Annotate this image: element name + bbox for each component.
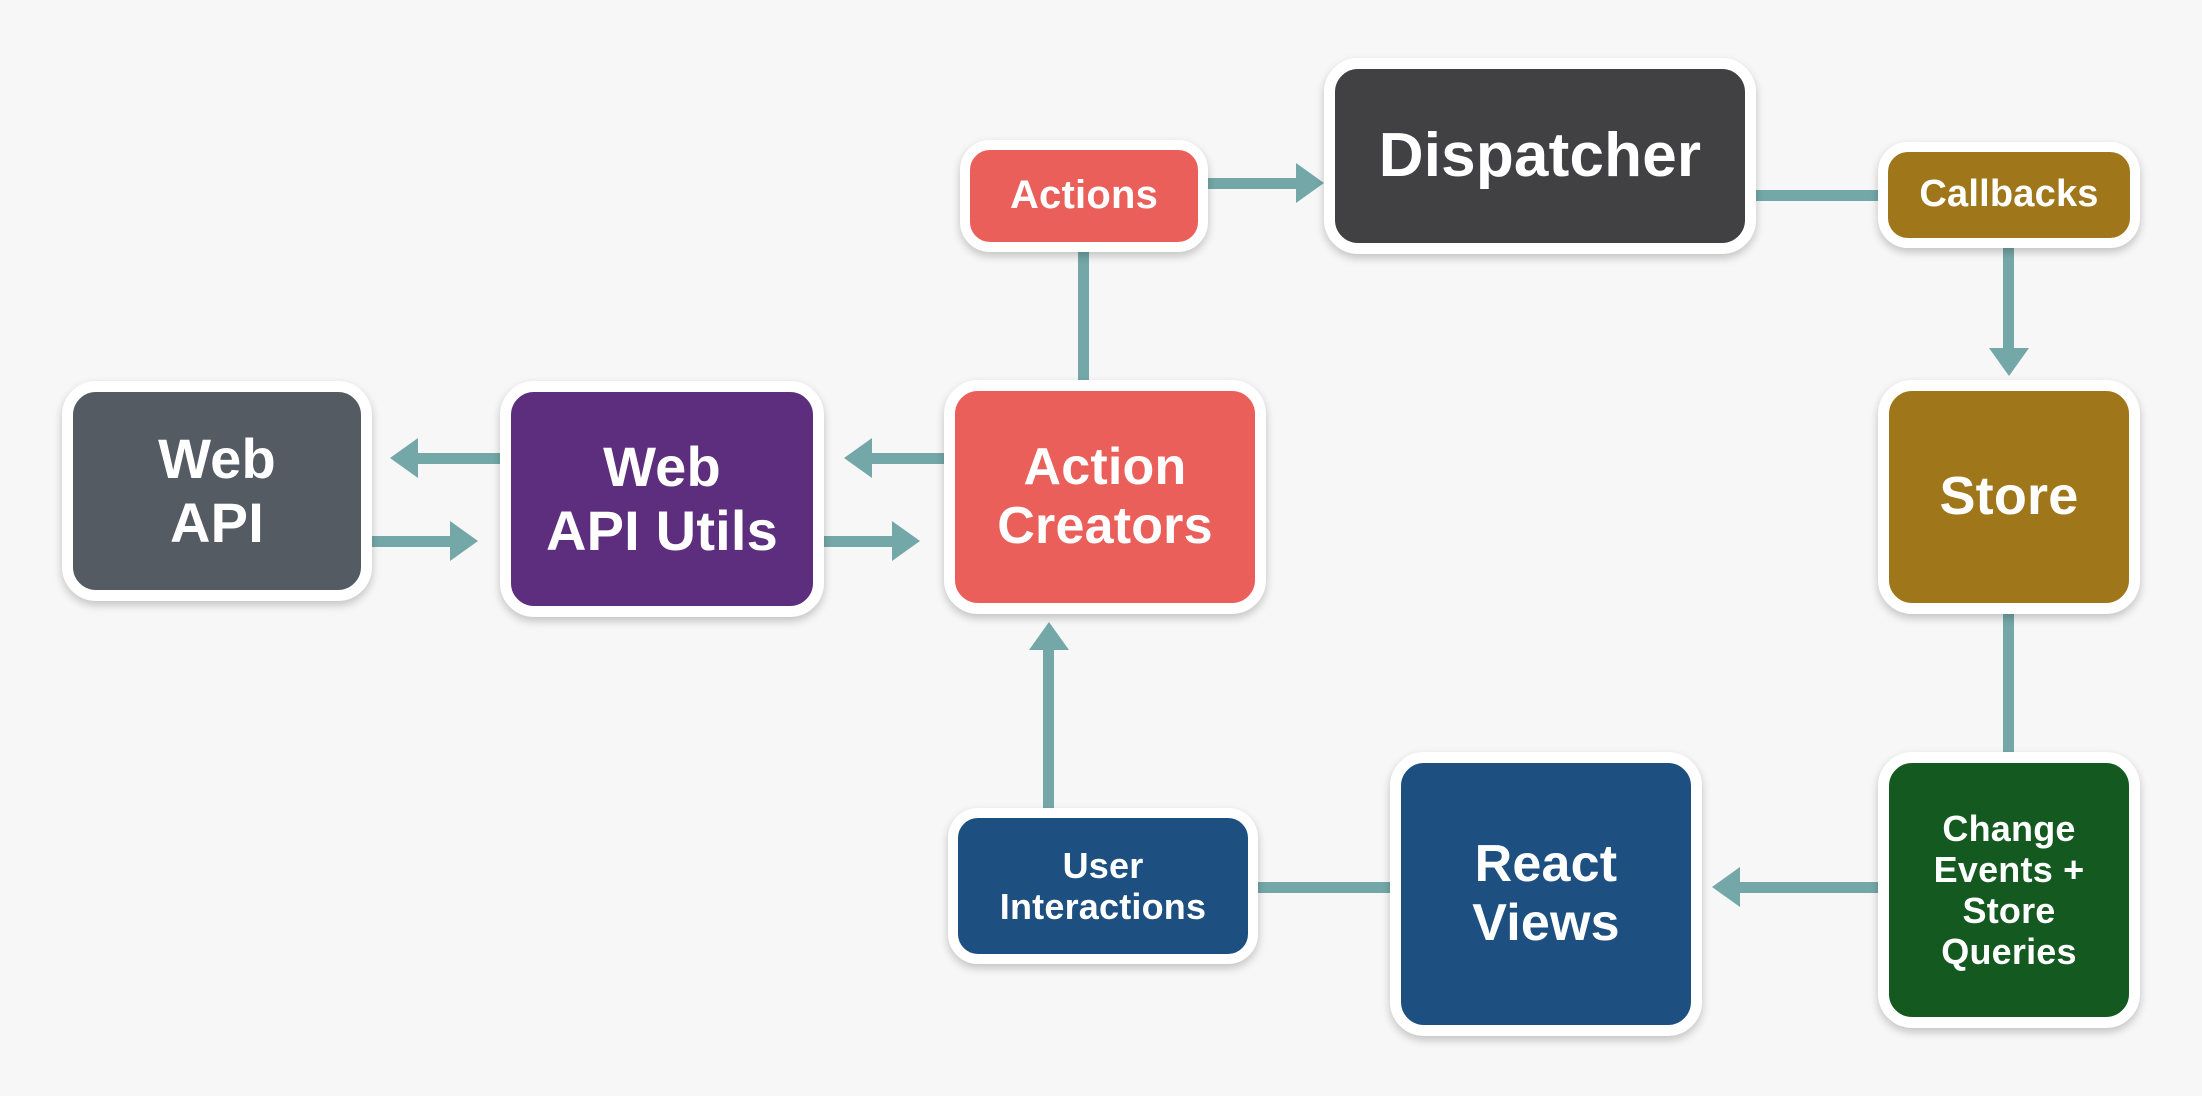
connector-web-api-to-web-api-utils [372,536,456,547]
node-user-interactions-label: User Interactions [999,844,1207,927]
node-callbacks-label: Callbacks [1919,173,2099,216]
arrowhead-actions-to-dispatcher-icon [1296,163,1324,203]
arrowhead-user-interactions-to-action-creators-icon [1029,622,1069,650]
node-action-creators[interactable]: Action Creators [944,380,1266,614]
node-react-views[interactable]: React Views [1390,752,1702,1036]
node-web-api[interactable]: Web API [62,381,372,601]
node-action-creators-label: Action Creators [997,437,1213,555]
connector-actions-to-dispatcher [1208,178,1308,189]
connector-user-interactions-to-action-creators [1043,650,1054,810]
node-store[interactable]: Store [1878,380,2140,614]
arrowhead-web-api-utils-to-action-creators-icon [892,521,920,561]
node-web-api-label: Web API [158,427,276,554]
connector-web-api-utils-to-action-creators [824,536,898,547]
node-store-label: Store [1939,466,2079,527]
connector-action-creators-to-web-api-utils [872,453,946,464]
node-change-events-store-queries[interactable]: Change Events + Store Queries [1878,752,2140,1028]
node-dispatcher-label: Dispatcher [1378,120,1702,190]
connector-react-views-to-user-interactions [1258,882,1392,893]
node-react-views-label: React Views [1472,834,1620,952]
node-callbacks[interactable]: Callbacks [1878,142,2140,248]
node-change-events-store-queries-label: Change Events + Store Queries [1933,807,2085,973]
connector-change-events-to-react-views [1740,882,1880,893]
arrowhead-action-creators-to-web-api-utils-icon [844,438,872,478]
node-actions[interactable]: Actions [960,140,1208,252]
node-user-interactions[interactable]: User Interactions [948,808,1258,964]
node-dispatcher[interactable]: Dispatcher [1324,58,1756,254]
arrowhead-web-api-to-web-api-utils-icon [450,521,478,561]
connector-dispatcher-to-callbacks [1756,190,1880,201]
connector-callbacks-to-store [2003,248,2014,358]
arrowhead-change-events-to-react-views-icon [1712,867,1740,907]
node-actions-label: Actions [1009,173,1159,218]
connector-web-api-utils-to-web-api [418,453,502,464]
node-web-api-utils-label: Web API Utils [545,435,779,562]
connector-store-to-change-events [2003,614,2014,754]
arrowhead-web-api-utils-to-web-api-icon [390,438,418,478]
connector-action-creators-to-actions [1078,250,1089,384]
node-web-api-utils[interactable]: Web API Utils [500,381,824,617]
arrowhead-callbacks-to-store-icon [1989,348,2029,376]
